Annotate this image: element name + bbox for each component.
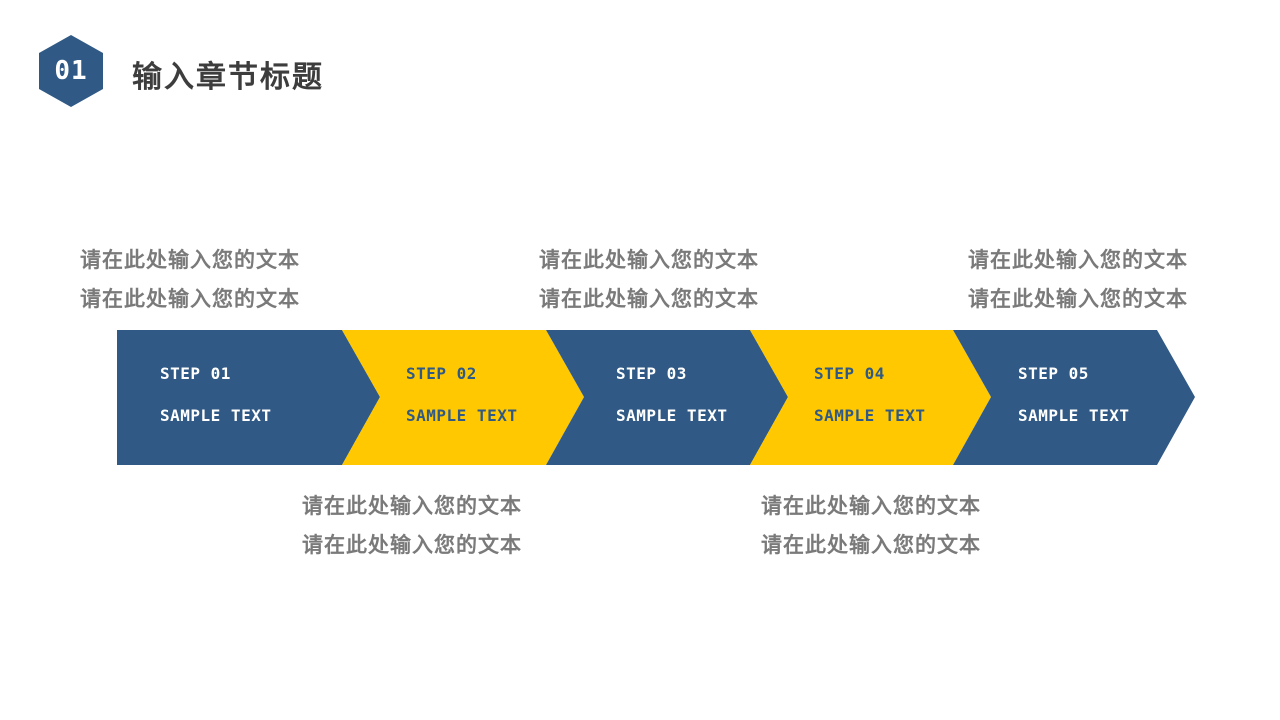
note-top-1: 请在此处输入您的文本 请在此处输入您的文本	[80, 241, 340, 319]
note-line: 请在此处输入您的文本	[539, 287, 759, 311]
step-05-label: STEP 05	[1018, 364, 1089, 383]
note-top-3: 请在此处输入您的文本 请在此处输入您的文本	[968, 241, 1228, 319]
note-line: 请在此处输入您的文本	[761, 494, 981, 518]
step-04-shape	[750, 330, 991, 465]
note-line: 请在此处输入您的文本	[302, 494, 522, 518]
section-title: 输入章节标题	[132, 60, 324, 95]
note-line: 请在此处输入您的文本	[80, 248, 300, 272]
step-01-shape	[117, 330, 380, 465]
step-03-label: STEP 03	[616, 364, 687, 383]
note-line: 请在此处输入您的文本	[80, 287, 300, 311]
step-01-sample: SAMPLE TEXT	[160, 406, 272, 425]
step-03-shape	[546, 330, 788, 465]
note-bottom-1: 请在此处输入您的文本 请在此处输入您的文本	[302, 487, 562, 565]
note-bottom-2: 请在此处输入您的文本 请在此处输入您的文本	[761, 487, 1021, 565]
section-number-badge: 01	[37, 33, 105, 109]
step-03-sample: SAMPLE TEXT	[616, 406, 728, 425]
step-01-label: STEP 01	[160, 364, 231, 383]
note-line: 请在此处输入您的文本	[539, 248, 759, 272]
step-04-label: STEP 04	[814, 364, 885, 383]
step-02-shape	[342, 330, 584, 465]
note-line: 请在此处输入您的文本	[968, 287, 1188, 311]
step-05-shape	[953, 330, 1195, 465]
hexagon-icon	[39, 35, 103, 107]
step-02-label: STEP 02	[406, 364, 477, 383]
note-top-2: 请在此处输入您的文本 请在此处输入您的文本	[539, 241, 799, 319]
note-line: 请在此处输入您的文本	[302, 533, 522, 557]
step-05-sample: SAMPLE TEXT	[1018, 406, 1130, 425]
note-line: 请在此处输入您的文本	[968, 248, 1188, 272]
note-line: 请在此处输入您的文本	[761, 533, 981, 557]
section-number: 01	[54, 56, 88, 86]
step-04-sample: SAMPLE TEXT	[814, 406, 926, 425]
step-02-sample: SAMPLE TEXT	[406, 406, 518, 425]
